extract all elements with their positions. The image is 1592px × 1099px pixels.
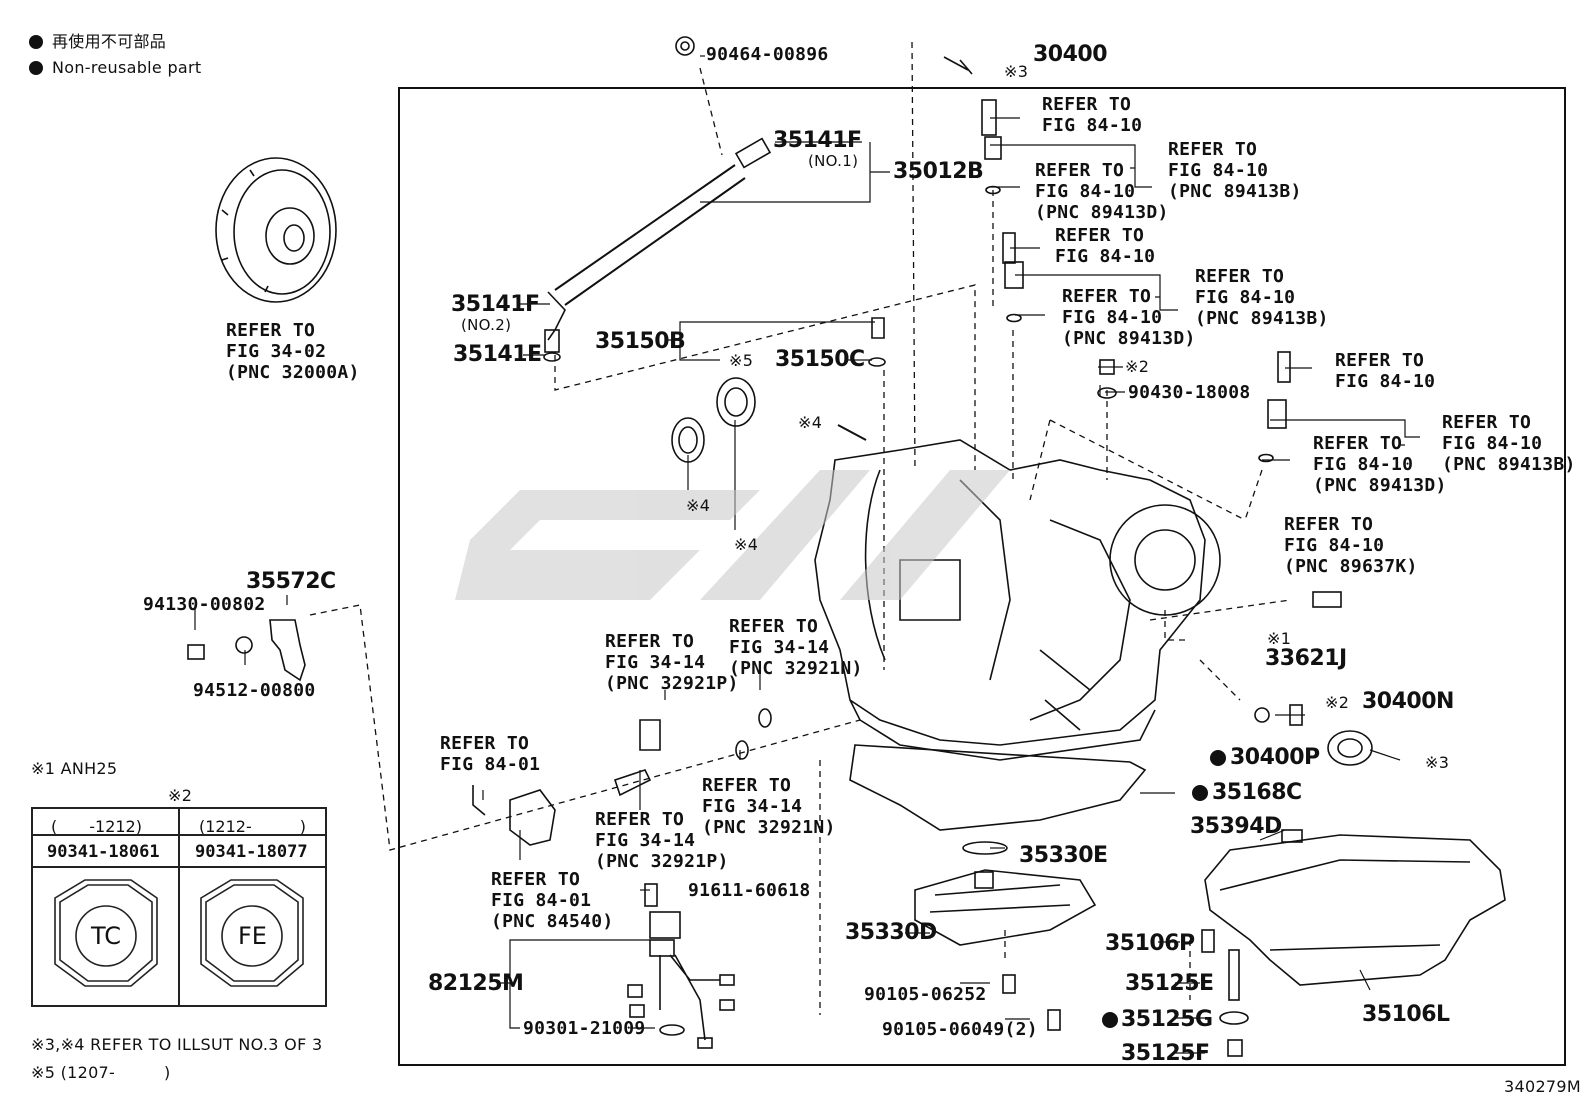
table-mark: ※2 (168, 786, 193, 805)
sensor-2 (1002, 232, 1016, 264)
assembly-frame (398, 87, 1566, 1066)
part-35141E[interactable]: 35141E (453, 342, 542, 367)
col1-range: ( -1212) (51, 817, 142, 836)
sensor-1 (981, 99, 997, 136)
part-91611-60618[interactable]: 91611-60618 (688, 880, 811, 901)
position-sensor (509, 789, 556, 846)
part-30400N[interactable]: 30400N (1362, 689, 1454, 714)
solenoid-harness (627, 883, 735, 1049)
nonreusable-bullets (29, 35, 1226, 1028)
plug-bolt (1099, 359, 1115, 375)
part-35394D[interactable]: 35394D (1190, 814, 1282, 839)
mark-3-b: ※3 (1425, 753, 1450, 772)
mark-4-b: ※4 (686, 496, 711, 515)
speed-sensor (1312, 591, 1342, 608)
ref-89413D-a[interactable]: REFER TO FIG 84-10 (PNC 89413D) (1035, 160, 1169, 223)
part-90464-00896[interactable]: 90464-00896 (706, 44, 829, 65)
part-94130-00802[interactable]: 94130-00802 (143, 594, 266, 615)
note-refer-illust: ※3,※4 REFER TO ILLSUT NO.3 OF 3 (31, 1035, 323, 1054)
pan-bolts (1002, 704, 1303, 1057)
part-90430-18008[interactable]: 90430-18008 (1128, 382, 1251, 403)
mark-2-b: ※2 (1325, 693, 1350, 712)
ref-fig-84-10-c[interactable]: REFER TO FIG 84-10 (1335, 350, 1436, 392)
leader-lines (194, 55, 1420, 1054)
part-82125M[interactable]: 82125M (428, 971, 524, 996)
tc-bolt-mark: TC (91, 922, 122, 950)
ref-89413D-b[interactable]: REFER TO FIG 84-10 (PNC 89413D) (1062, 286, 1196, 349)
part-90105-06252[interactable]: 90105-06252 (864, 984, 987, 1005)
part-90301-21009[interactable]: 90301-21009 (523, 1018, 646, 1039)
part-35106L[interactable]: 35106L (1362, 1002, 1450, 1027)
ref-fig-84-10-b[interactable]: REFER TO FIG 84-10 (1055, 225, 1156, 267)
part-35330D[interactable]: 35330D (845, 920, 937, 945)
ref-89413B-b[interactable]: REFER TO FIG 84-10 (PNC 89413B) (1195, 266, 1329, 329)
strainer (914, 869, 1097, 946)
ref-89637K[interactable]: REFER TO FIG 84-10 (PNC 89637K) (1284, 514, 1418, 577)
ref-torque-converter[interactable]: REFER TO FIG 34-02 (PNC 32000A) (226, 320, 360, 383)
part-35125F[interactable]: 35125F (1121, 1041, 1210, 1066)
ref-32921N-a[interactable]: REFER TO FIG 34-14 (PNC 32921N) (729, 616, 863, 679)
bolt-variant-table: ( -1212) (1212- ) 90341-18061 90341-1807… (31, 807, 327, 1007)
col1-part-number: 90341-18061 (47, 842, 160, 862)
seal-c (1327, 730, 1373, 766)
part-35141F-no2[interactable]: 35141F (451, 292, 540, 317)
note-5: ※5 (1207- ) (31, 1063, 171, 1082)
part-94512-00800[interactable]: 94512-00800 (193, 680, 316, 701)
fe-bolt-mark: FE (238, 922, 267, 950)
col2-range: (1212- ) (199, 817, 306, 836)
mark-2-a: ※2 (1125, 357, 1150, 376)
note-anh25: ※1 ANH25 (31, 759, 118, 778)
mark-5: ※5 (729, 351, 754, 370)
ref-89413B-c[interactable]: REFER TO FIG 84-10 (PNC 89413B) (1442, 412, 1576, 475)
mark-3-top: ※3 (1004, 62, 1029, 81)
ref-84540[interactable]: REFER TO FIG 84-01 (PNC 84540) (491, 869, 614, 932)
bolt-top (943, 56, 973, 75)
seal-b (716, 377, 756, 427)
mark-4-a: ※4 (798, 413, 823, 432)
legend-japanese: 再使用不可部品 (52, 32, 167, 51)
figure-id: 340279M (1504, 1077, 1581, 1096)
part-33621J[interactable]: 33621J (1265, 646, 1347, 671)
oil-pan (1204, 834, 1506, 986)
ref-89413B-a[interactable]: REFER TO FIG 84-10 (PNC 89413B) (1168, 139, 1302, 202)
part-35168C[interactable]: 35168C (1212, 780, 1302, 805)
part-35141F-no1-sub: (NO.1) (808, 152, 859, 170)
part-35125G[interactable]: 35125G (1121, 1007, 1213, 1032)
part-90105-06049[interactable]: 90105-06049(2) (882, 1019, 1038, 1040)
bracket-35572c (269, 619, 306, 682)
mark-1: ※1 (1267, 629, 1292, 648)
part-30400P[interactable]: 30400P (1230, 745, 1320, 770)
part-30400[interactable]: 30400 (1033, 42, 1108, 67)
part-35150B[interactable]: 35150B (595, 329, 686, 354)
mark-4-c: ※4 (734, 535, 759, 554)
seal-a (671, 417, 705, 463)
guide-lines (309, 41, 1291, 1015)
part-35141F-no2-sub: (NO.2) (461, 316, 512, 334)
part-35106P[interactable]: 35106P (1105, 931, 1195, 956)
part-35572C[interactable]: 35572C (246, 569, 336, 594)
cooler-tube-drawing (543, 36, 772, 362)
ref-32921P-a[interactable]: REFER TO FIG 34-14 (PNC 32921P) (605, 631, 739, 694)
bolt-head-icons (54, 879, 304, 987)
ref-32921P-b[interactable]: REFER TO FIG 34-14 (PNC 32921P) (595, 809, 729, 872)
part-35012B[interactable]: 35012B (893, 159, 984, 184)
ref-fig-84-10-a[interactable]: REFER TO FIG 84-10 (1042, 94, 1143, 136)
ref-fig-84-01[interactable]: REFER TO FIG 84-01 (440, 733, 541, 775)
strainer-oring (962, 841, 1008, 855)
part-35125E[interactable]: 35125E (1125, 971, 1214, 996)
part-35150C[interactable]: 35150C (775, 347, 865, 372)
col2-part-number: 90341-18077 (195, 842, 308, 862)
part-35330E[interactable]: 35330E (1019, 843, 1108, 868)
sensor-3 (1277, 351, 1291, 383)
pan-gasket (849, 744, 1147, 831)
watermark-logo (455, 470, 1010, 600)
nut-94130 (187, 644, 205, 660)
part-35141F-no1[interactable]: 35141F (773, 128, 862, 153)
ref-89413D-c[interactable]: REFER TO FIG 84-10 (PNC 89413D) (1313, 433, 1447, 496)
torque-converter-drawing (215, 157, 337, 303)
ref-32921N-b[interactable]: REFER TO FIG 34-14 (PNC 32921N) (702, 775, 836, 838)
legend-english: Non-reusable part (52, 58, 202, 77)
